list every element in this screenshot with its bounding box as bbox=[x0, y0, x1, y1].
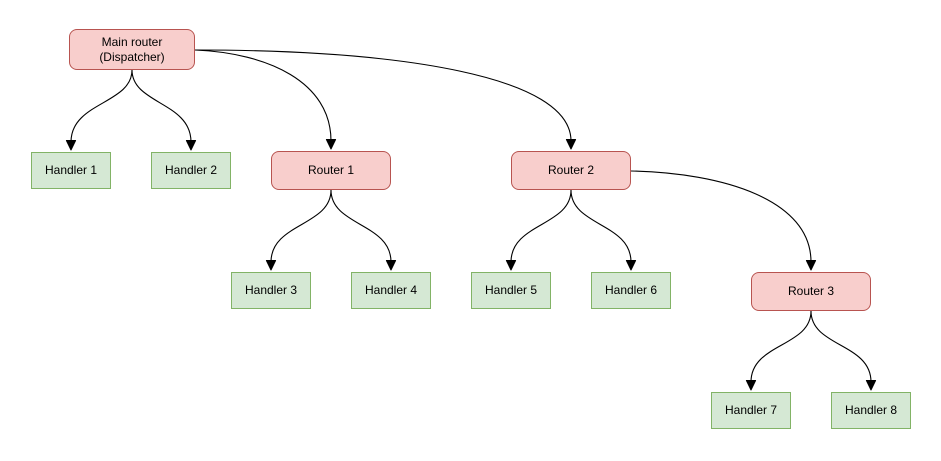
edge-arrowhead-icon bbox=[265, 260, 277, 271]
node-handler-5[interactable]: Handler 5 bbox=[471, 272, 551, 309]
edge-curve bbox=[630, 170, 812, 263]
node-handler-8[interactable]: Handler 8 bbox=[831, 392, 911, 429]
node-label: Handler 6 bbox=[604, 283, 658, 297]
edge-router-1-to-handler-4[interactable] bbox=[330, 189, 397, 271]
node-main-router[interactable]: Main router (Dispatcher) bbox=[69, 29, 195, 70]
node-label: Router 3 bbox=[787, 284, 835, 298]
edge-curve bbox=[270, 189, 332, 263]
edge-arrowhead-icon bbox=[325, 139, 337, 150]
edge-arrowhead-icon bbox=[745, 380, 757, 391]
node-router-1[interactable]: Router 1 bbox=[271, 151, 391, 190]
node-label: Handler 5 bbox=[484, 283, 538, 297]
node-handler-7[interactable]: Handler 7 bbox=[711, 392, 791, 429]
node-label: Handler 3 bbox=[244, 283, 298, 297]
edge-curve bbox=[194, 49, 332, 142]
edge-main-to-handler-1[interactable] bbox=[65, 69, 133, 151]
edge-router-3-to-handler-7[interactable] bbox=[745, 310, 812, 391]
edge-arrowhead-icon bbox=[185, 140, 197, 151]
edge-router-3-to-handler-8[interactable] bbox=[810, 310, 877, 391]
node-handler-1[interactable]: Handler 1 bbox=[31, 152, 111, 189]
edge-arrowhead-icon bbox=[625, 260, 637, 271]
edge-main-to-router-1[interactable] bbox=[194, 49, 337, 150]
node-handler-3[interactable]: Handler 3 bbox=[231, 272, 311, 309]
edge-arrowhead-icon bbox=[385, 260, 397, 271]
edge-curve bbox=[570, 189, 632, 263]
node-handler-6[interactable]: Handler 6 bbox=[591, 272, 671, 309]
node-router-3[interactable]: Router 3 bbox=[751, 272, 871, 311]
edge-router-2-to-router-3[interactable] bbox=[630, 170, 817, 271]
node-label: Handler 1 bbox=[44, 163, 98, 177]
node-label: Handler 8 bbox=[844, 403, 898, 417]
node-label: Handler 7 bbox=[724, 403, 778, 417]
edge-router-2-to-handler-6[interactable] bbox=[570, 189, 637, 271]
edge-arrowhead-icon bbox=[865, 380, 877, 391]
edge-curve bbox=[70, 69, 133, 143]
node-label: Handler 4 bbox=[364, 283, 418, 297]
edge-curve bbox=[131, 69, 192, 143]
edge-arrowhead-icon bbox=[805, 260, 817, 271]
edge-curve bbox=[194, 49, 572, 142]
node-router-2[interactable]: Router 2 bbox=[511, 151, 631, 190]
edge-arrowhead-icon bbox=[505, 260, 517, 271]
edge-main-to-handler-2[interactable] bbox=[131, 69, 197, 151]
edge-curve bbox=[510, 189, 572, 263]
node-label: Handler 2 bbox=[164, 163, 218, 177]
edge-main-to-router-2[interactable] bbox=[194, 49, 577, 150]
edge-router-1-to-handler-3[interactable] bbox=[265, 189, 332, 271]
node-handler-2[interactable]: Handler 2 bbox=[151, 152, 231, 189]
edge-curve bbox=[750, 310, 812, 383]
edge-curve bbox=[330, 189, 392, 263]
node-label: Router 2 bbox=[547, 163, 595, 177]
node-label: Main router (Dispatcher) bbox=[99, 34, 165, 64]
edge-curve bbox=[810, 310, 872, 383]
edge-arrowhead-icon bbox=[65, 140, 77, 151]
edge-arrowhead-icon bbox=[565, 139, 577, 150]
node-label: Router 1 bbox=[307, 163, 355, 177]
edge-router-2-to-handler-5[interactable] bbox=[505, 189, 572, 271]
node-handler-4[interactable]: Handler 4 bbox=[351, 272, 431, 309]
